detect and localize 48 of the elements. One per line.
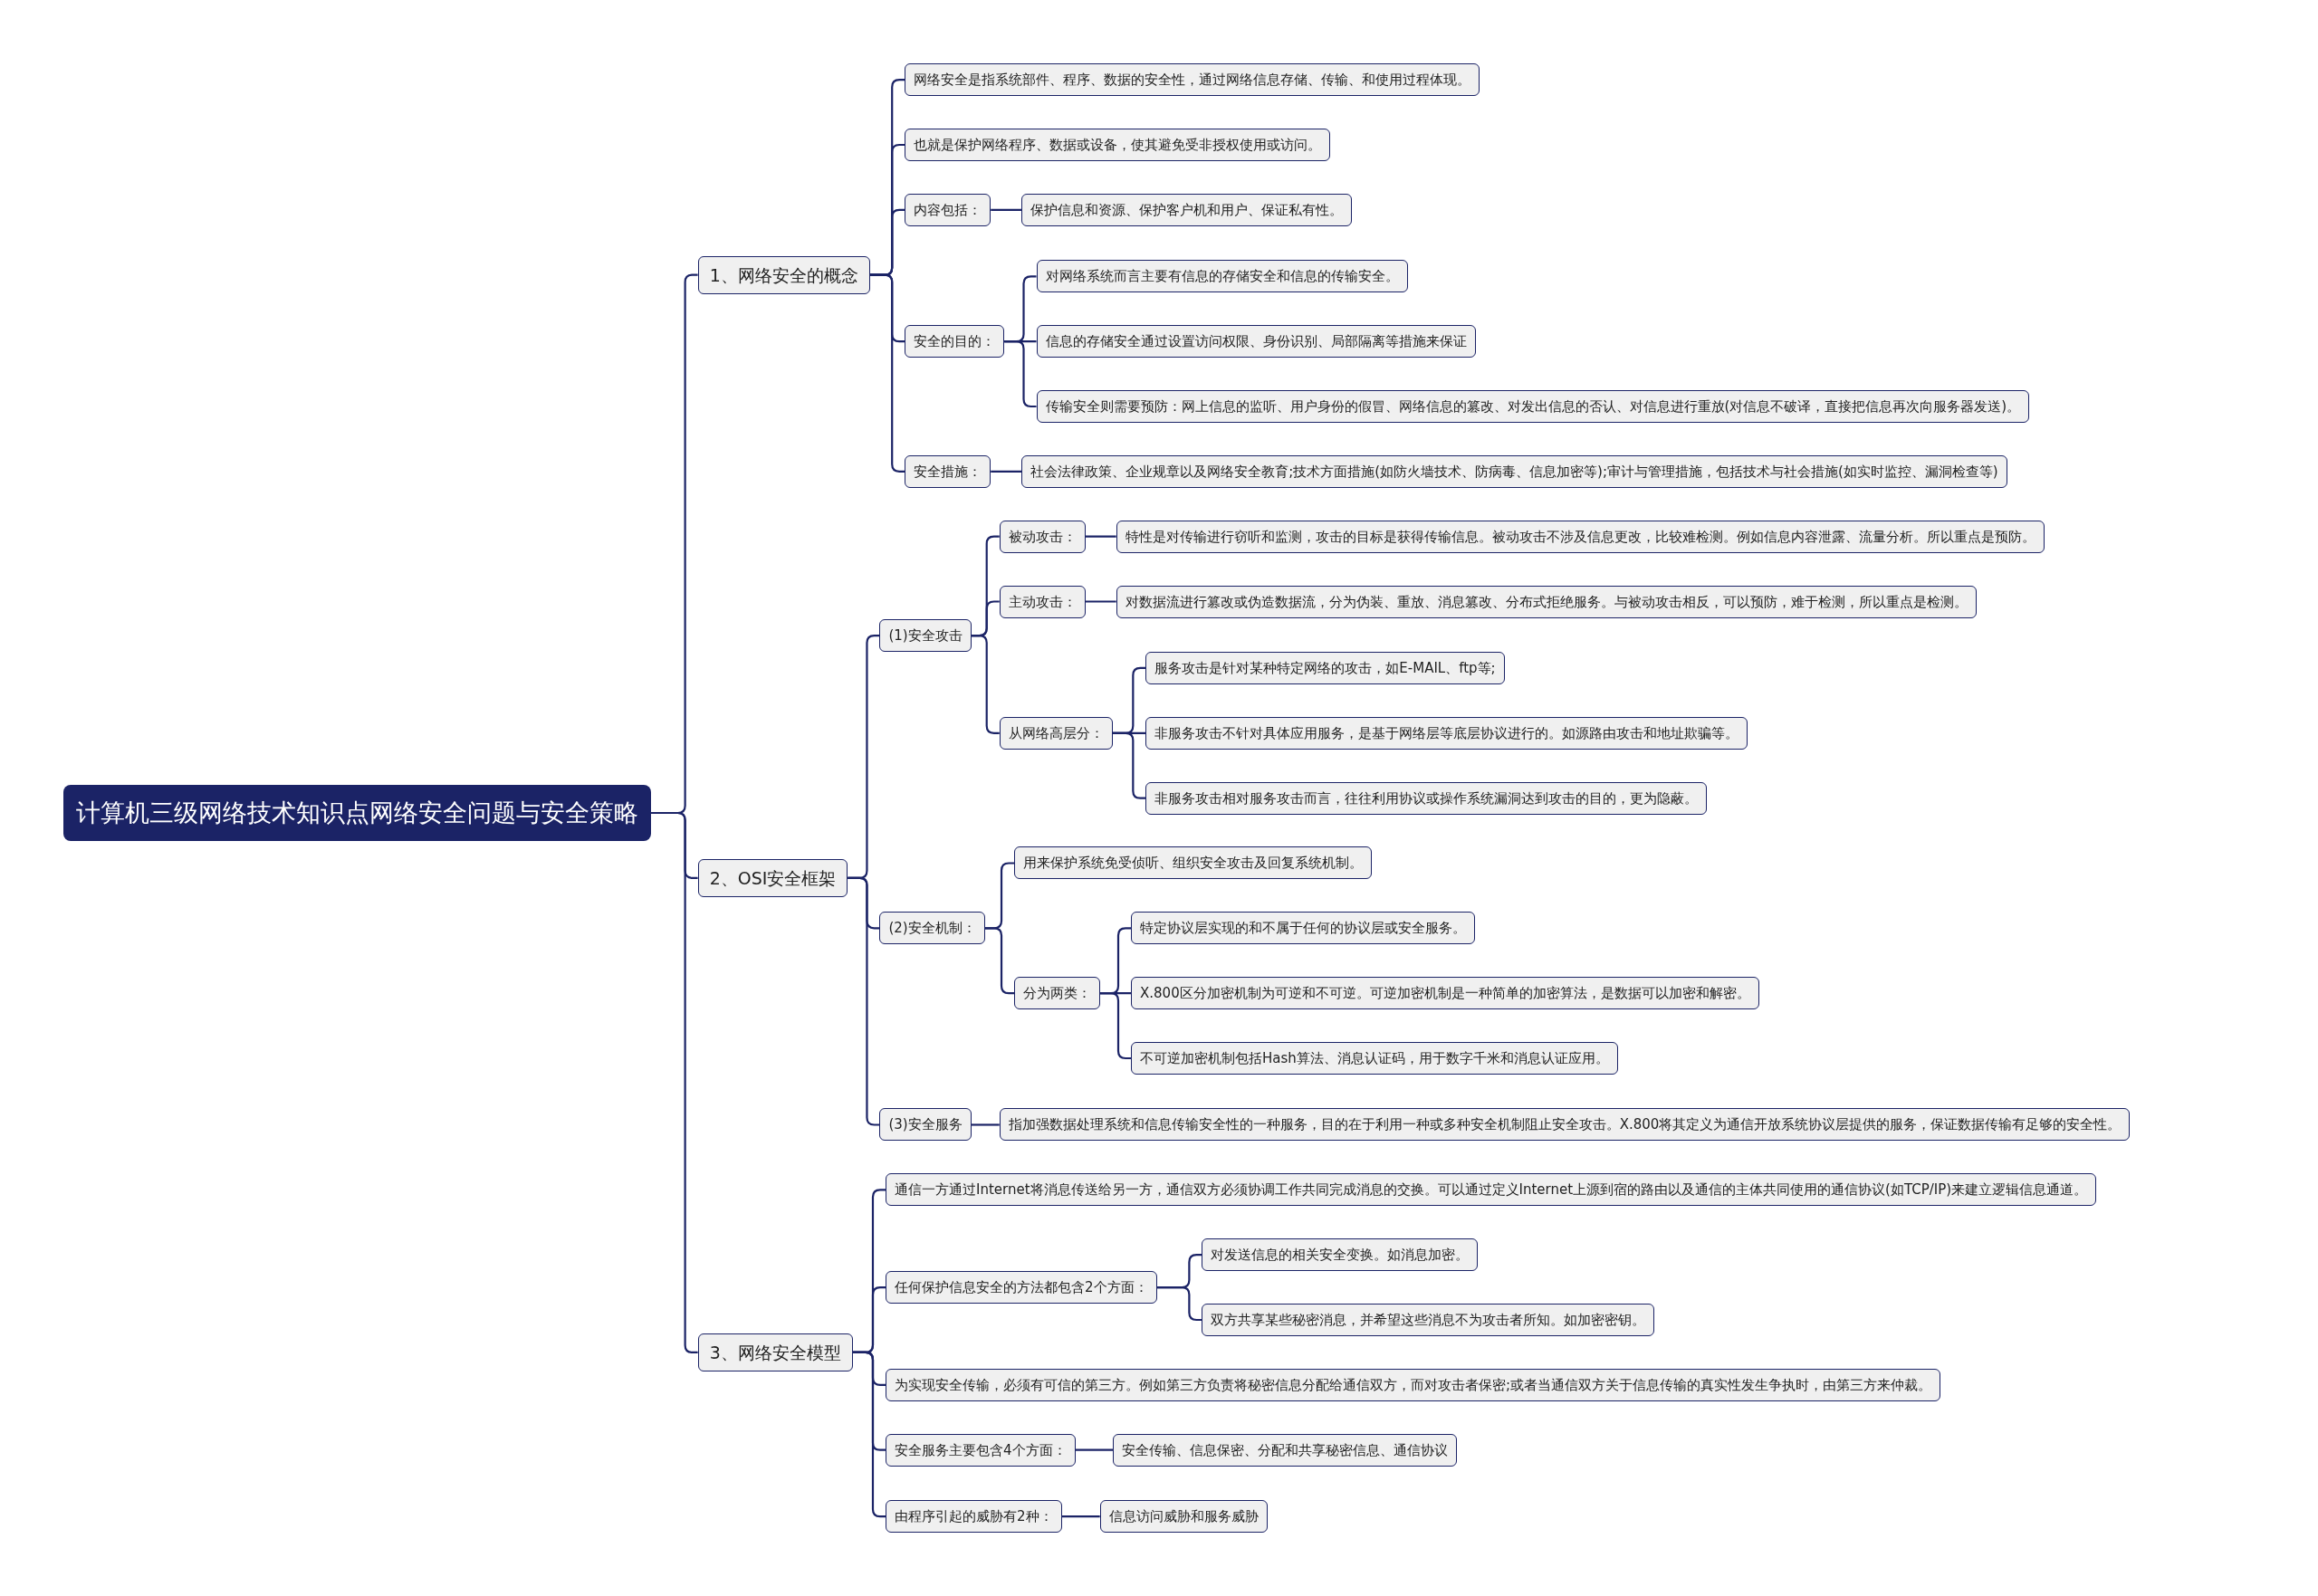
connector-line (1061, 1515, 1100, 1518)
subtopic-box: 社会法律政策、企业规章以及网络安全教育;技术方面措施(如防火墙技术、防病毒、信息加密等);审计与管理措施，包括技术与社会措施(如实时监控、漏洞检查等) (1021, 454, 2007, 488)
subtopic-box: 通信一方通过Internet将消息传送给另一方，通信双方必须协调工作共同完成消息的交换。可以通过定义Internet上源到宿的路由以及通信的主体共同使用的通信协议(如TCP/IP)来建立逻辑信息通道。 (886, 1173, 2097, 1207)
subtopic-box: (1)安全攻击 (879, 619, 972, 653)
branch-topic: 1、网络安全的概念 (697, 255, 870, 294)
connector-line (1085, 600, 1116, 603)
subtopic-box: 由程序引起的威胁有2种： (886, 1500, 1062, 1534)
subtopic-box: 安全服务主要包含4个方面： (886, 1433, 1076, 1467)
subtopic-box: 不可逆加密机制包括Hash算法、消息认证码，用于数字千米和消息认证应用。 (1131, 1042, 1618, 1075)
branch-topic: 2、OSI安全框架 (697, 858, 848, 897)
subtopic-box: 也就是保护网络程序、数据或设备，使其避免受非授权使用或访问。 (905, 129, 1331, 161)
subtopic-box: X.800区分加密机制为可逆和不可逆。可逆加密机制是一种简单的加密算法，是数据可以加密和解密。 (1131, 977, 1759, 1010)
subtopic-box: 特性是对传输进行窃听和监测，攻击的目标是获得传输信息。被动攻击不涉及信息更改，比较难检测。例如信息内容泄露、流量分析。所以重点是预防。 (1116, 520, 2045, 553)
subtopic-box: 任何保护信息安全的方法都包含2个方面： (886, 1271, 1157, 1305)
subtopic-box: 双方共享某些秘密消息，并希望这些消息不为攻击者所知。如加密密钥。 (1202, 1304, 1655, 1336)
branch-topic: 3、网络安全模型 (697, 1333, 853, 1371)
subtopic-box: 对数据流进行篡改或伪造数据流，分为伪装、重放、消息篡改、分布式拒绝服务。与被动攻击相反，可以预防，难于检测，所以重点是检测。 (1116, 585, 1977, 618)
connector-line (1075, 1448, 1114, 1451)
subtopic-box: 安全传输、信息保密、分配和共享秘密信息、通信协议 (1113, 1433, 1458, 1467)
subtopic-box: 分为两类： (1014, 977, 1101, 1010)
subtopic-box: (2)安全机制： (879, 912, 985, 945)
subtopic-box: 特定协议层实现的和不属于任何的协议层或安全服务。 (1131, 912, 1475, 945)
subtopic-box: 对网络系统而言主要有信息的存储安全和信息的传输安全。 (1036, 260, 1408, 293)
subtopic-box: 为实现安全传输，必须有可信的第三方。例如第三方负责将秘密信息分配给通信双方，而对攻击者保密;或者当通信双方关于信息传输的真实性发生争执时，由第三方来仲裁。 (886, 1368, 1941, 1401)
subtopic-box: 网络安全是指系统部件、程序、数据的安全性，通过网络信息存储、传输、和使用过程体现。 (905, 63, 1480, 97)
subtopic-box: 安全措施： (905, 454, 991, 488)
connector-line (1156, 1286, 1202, 1322)
connector-line (971, 1123, 1000, 1126)
connector-line (991, 470, 1022, 473)
subtopic-box: 从网络高层分： (999, 716, 1113, 750)
subtopic-box: 信息访问威胁和服务威胁 (1099, 1500, 1268, 1534)
subtopic-box: 传输安全则需要预防：网上信息的监听、用户身份的假冒、网络信息的篡改、对发出信息的否认、对信息进行重放(对信息不破译，直接把信息再次向服务器发送)。 (1036, 390, 2030, 423)
subtopic-box: 指加强数据处理系统和信息传输安全性的一种服务，目的在于利用一种或多种安全机制阻止安全攻击。X.800将其定义为通信开放系统协议层提供的服务，保证数据传输有足够的安全性。 (999, 1108, 2131, 1142)
subtopic-box: (3)安全服务 (879, 1108, 972, 1142)
subtopic-box: 安全的目的： (905, 325, 1005, 358)
subtopic-box: 内容包括： (905, 193, 991, 226)
connector-line (991, 208, 1022, 211)
subtopic-box: 用来保护系统免受侦听、组织安全攻击及回复系统机制。 (1014, 846, 1373, 880)
root-topic: 计算机三级网络技术知识点网络安全问题与安全策略 (63, 785, 652, 841)
subtopic-box: 非服务攻击不针对具体应用服务，是基于网络层等底层协议进行的。如源路由攻击和地址欺骗等。 (1145, 716, 1748, 750)
subtopic-box: 保护信息和资源、保护客户机和用户、保证私有性。 (1021, 193, 1353, 226)
connector-line (1085, 535, 1116, 538)
subtopic-box: 服务攻击是针对某种特定网络的攻击，如E-MAIL、ftp等; (1145, 651, 1505, 684)
subtopic-box: 信息的存储安全通过设置访问权限、身份识别、局部隔离等措施来保证 (1036, 325, 1476, 358)
subtopic-box: 被动攻击： (999, 520, 1086, 553)
subtopic-box: 主动攻击： (999, 585, 1086, 618)
subtopic-box: 对发送信息的相关安全变换。如消息加密。 (1202, 1238, 1479, 1272)
subtopic-box: 非服务攻击相对服务攻击而言，往往利用协议或操作系统漏洞达到攻击的目的，更为隐蔽。 (1145, 781, 1708, 815)
